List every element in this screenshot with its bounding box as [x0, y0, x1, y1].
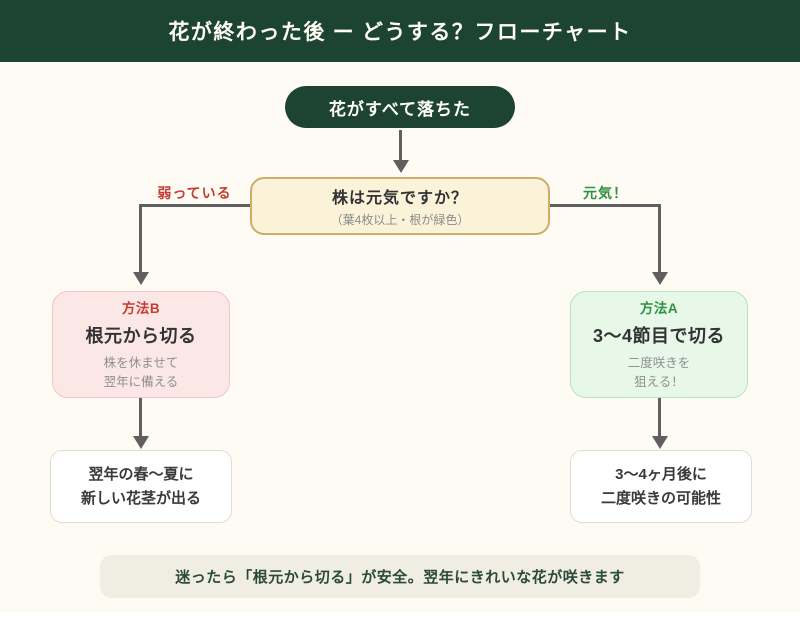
method-a-title: 3〜4節目で切る — [592, 326, 726, 347]
decision-question: 株は元気ですか？ — [331, 190, 468, 207]
method-a-node: 方法A 3〜4節目で切る 二度咲きを 狙える！ — [570, 291, 748, 398]
connector-right-horizontal-line — [550, 204, 661, 207]
branch-label-weak: 弱っている — [157, 185, 232, 201]
connector-right-vertical-line — [658, 204, 661, 274]
start-node-label: 花がすべて落ちた — [328, 99, 472, 119]
start-node: 花がすべて落ちた — [285, 86, 515, 128]
connector-right-arrowhead — [652, 272, 668, 285]
outcome-left-line2: 新しい花茎が出る — [80, 489, 201, 507]
header-banner: 花が終わった後 ー どうする？フローチャート — [0, 0, 800, 62]
connector-methoda-outcome-arrowhead — [652, 436, 668, 449]
method-a-tag: 方法A — [639, 301, 679, 317]
method-a-note-line1: 二度咲きを — [627, 356, 691, 371]
branch-label-healthy: 元気！ — [583, 185, 628, 201]
outcome-right-node: 3〜4ヶ月後に 二度咲きの可能性 — [570, 450, 752, 523]
outcome-left-node: 翌年の春〜夏に 新しい花茎が出る — [50, 450, 232, 523]
connector-left-arrowhead — [133, 272, 149, 285]
footnote-box: 迷ったら「根元から切る」が安全。翌年にきれいな花が咲きます — [100, 555, 700, 598]
method-a-note: 二度咲きを 狙える！ — [628, 354, 691, 392]
connector-methodb-outcome-line — [139, 398, 142, 438]
page-title: 花が終わった後 ー どうする？フローチャート — [168, 20, 632, 44]
connector-methodb-outcome-arrowhead — [133, 436, 149, 449]
outcome-right-line1: 3〜4ヶ月後に — [615, 465, 707, 483]
decision-node: 株は元気ですか？ （葉4枚以上・根が緑色） — [250, 177, 550, 235]
method-b-title: 根元から切る — [85, 326, 197, 347]
method-a-note-line2: 狙える！ — [634, 375, 684, 389]
connector-start-decision-line — [399, 130, 402, 162]
connector-methoda-outcome-line — [658, 398, 661, 438]
connector-start-decision-arrowhead — [393, 160, 409, 173]
connector-left-vertical-line — [139, 204, 142, 274]
method-b-note-line2: 翌年に備える — [103, 375, 179, 389]
method-b-node: 方法B 根元から切る 株を休ませて 翌年に備える — [52, 291, 230, 398]
method-b-note: 株を休ませて 翌年に備える — [104, 354, 179, 392]
footer-strip — [0, 612, 800, 620]
method-b-tag: 方法B — [121, 301, 161, 317]
method-b-note-line1: 株を休ませて — [103, 356, 179, 371]
outcome-right-line2: 二度咲きの可能性 — [600, 489, 721, 507]
decision-condition: （葉4枚以上・根が緑色） — [330, 213, 470, 227]
footnote-text: 迷ったら「根元から切る」が安全。翌年にきれいな花が咲きます — [175, 569, 625, 586]
outcome-left-line1: 翌年の春〜夏に — [88, 465, 194, 483]
connector-left-horizontal-line — [139, 204, 250, 207]
